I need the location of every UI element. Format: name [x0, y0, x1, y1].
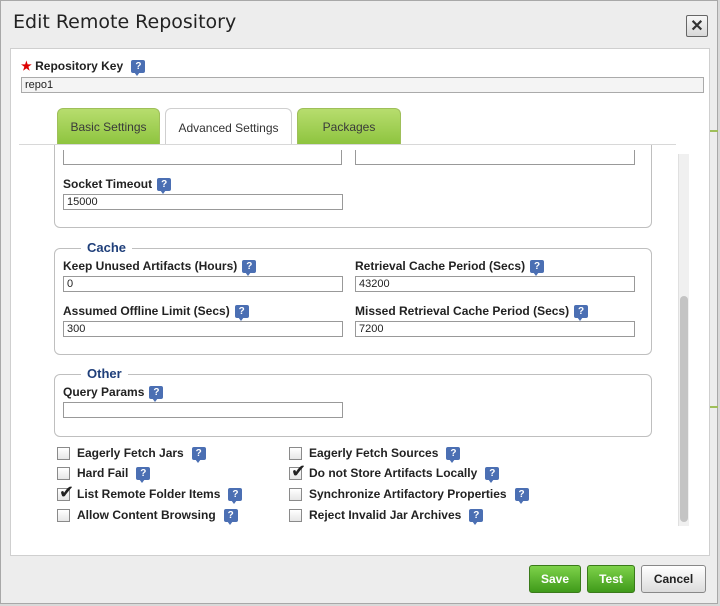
background-divider [710, 406, 718, 408]
allow-content-browsing-row[interactable]: Allow Content Browsing? [57, 508, 238, 525]
allow-content-browsing-checkbox[interactable] [57, 508, 70, 522]
list-remote-folder-items-label: List Remote Folder Items [77, 487, 221, 501]
synchronize-properties-checkbox[interactable] [289, 487, 302, 501]
other-legend: Other [81, 366, 128, 381]
help-icon[interactable]: ? [223, 508, 238, 525]
cancel-button[interactable]: Cancel [641, 565, 706, 593]
list-remote-folder-items-checkbox[interactable]: ✔ [57, 482, 74, 502]
tab-basic-settings[interactable]: Basic Settings [57, 108, 160, 144]
help-icon[interactable]: ? [469, 508, 484, 525]
reject-invalid-jars-row[interactable]: Reject Invalid Jar Archives? [289, 508, 484, 525]
reject-invalid-jars-checkbox[interactable] [289, 508, 302, 522]
retrieval-cache-period-label: Retrieval Cache Period (Secs)? [355, 259, 545, 277]
hard-fail-label: Hard Fail [77, 466, 129, 480]
content-scrollbar[interactable] [678, 154, 689, 526]
do-not-store-artifacts-row[interactable]: ✔ Do not Store Artifacts Locally? [289, 461, 500, 483]
repository-key-text: Repository Key [35, 59, 124, 73]
cache-fieldset: Cache [54, 240, 652, 355]
cache-legend: Cache [81, 240, 133, 255]
list-remote-folder-items-row[interactable]: ✔ List Remote Folder Items? [57, 482, 243, 504]
tab-packages[interactable]: Packages [297, 108, 401, 144]
assumed-offline-limit-input[interactable]: 300 [63, 321, 343, 337]
tab-advanced-settings[interactable]: Advanced Settings [165, 108, 292, 146]
help-icon[interactable]: ? [242, 260, 257, 277]
eagerly-fetch-jars-checkbox[interactable] [57, 446, 70, 460]
synchronize-properties-label: Synchronize Artifactory Properties [309, 487, 507, 501]
help-icon[interactable]: ? [530, 260, 545, 277]
eagerly-fetch-sources-row[interactable]: Eagerly Fetch Sources? [289, 446, 461, 463]
help-icon[interactable]: ? [574, 305, 589, 322]
missed-retrieval-cache-period-label: Missed Retrieval Cache Period (Secs)? [355, 304, 589, 322]
retrieval-cache-period-text: Retrieval Cache Period (Secs) [355, 259, 526, 273]
keep-unused-artifacts-label: Keep Unused Artifacts (Hours)? [63, 259, 257, 277]
help-icon[interactable]: ? [446, 446, 461, 463]
do-not-store-artifacts-checkbox[interactable]: ✔ [289, 461, 306, 481]
help-icon[interactable]: ? [131, 60, 146, 77]
help-icon[interactable]: ? [234, 305, 249, 322]
required-star-icon: ★ [21, 59, 32, 73]
dialog-title: Edit Remote Repository [13, 11, 237, 33]
help-icon[interactable]: ? [514, 487, 529, 504]
hard-fail-row[interactable]: Hard Fail? [57, 466, 151, 483]
help-icon[interactable]: ? [157, 178, 172, 195]
help-icon[interactable]: ? [136, 466, 151, 483]
eagerly-fetch-sources-label: Eagerly Fetch Sources [309, 446, 439, 460]
socket-timeout-label: Socket Timeout? [63, 177, 172, 195]
missed-retrieval-cache-period-text: Missed Retrieval Cache Period (Secs) [355, 304, 570, 318]
do-not-store-artifacts-label: Do not Store Artifacts Locally [309, 466, 478, 480]
keep-unused-artifacts-text: Keep Unused Artifacts (Hours) [63, 259, 238, 273]
query-params-label: Query Params? [63, 385, 164, 403]
eagerly-fetch-jars-label: Eagerly Fetch Jars [77, 446, 184, 460]
assumed-offline-limit-label: Assumed Offline Limit (Secs)? [63, 304, 249, 322]
missed-retrieval-cache-period-input[interactable]: 7200 [355, 321, 635, 337]
reject-invalid-jars-label: Reject Invalid Jar Archives [309, 508, 462, 522]
keep-unused-artifacts-input[interactable]: 0 [63, 276, 343, 292]
help-icon[interactable]: ? [228, 487, 243, 504]
socket-timeout-text: Socket Timeout [63, 177, 153, 191]
eagerly-fetch-sources-checkbox[interactable] [289, 446, 302, 460]
test-button[interactable]: Test [587, 565, 635, 593]
repository-key-label: ★ Repository Key ? [21, 59, 146, 77]
eagerly-fetch-jars-row[interactable]: Eagerly Fetch Jars? [57, 446, 206, 463]
help-icon[interactable]: ? [485, 466, 500, 483]
close-icon: ✕ [690, 18, 704, 35]
hard-fail-checkbox[interactable] [57, 466, 70, 480]
query-params-input[interactable] [63, 402, 343, 418]
allow-content-browsing-label: Allow Content Browsing [77, 508, 216, 522]
query-params-text: Query Params [63, 385, 145, 399]
assumed-offline-limit-text: Assumed Offline Limit (Secs) [63, 304, 230, 318]
save-button[interactable]: Save [529, 565, 581, 593]
socket-timeout-input[interactable]: 15000 [63, 194, 343, 210]
synchronize-properties-row[interactable]: Synchronize Artifactory Properties? [289, 487, 529, 504]
checkmark-icon: ✔ [59, 481, 75, 502]
help-icon[interactable]: ? [191, 446, 206, 463]
network-field-right-input[interactable] [355, 150, 635, 165]
background-divider [710, 130, 718, 132]
scrollbar-thumb[interactable] [680, 296, 688, 522]
help-icon[interactable]: ? [149, 386, 164, 403]
repository-key-input[interactable]: repo1 [21, 77, 704, 93]
network-field-left-input[interactable] [63, 150, 342, 165]
advanced-settings-content: Socket Timeout? 15000 Cache Keep Unused … [19, 144, 676, 537]
retrieval-cache-period-input[interactable]: 43200 [355, 276, 635, 292]
close-button[interactable]: ✕ [686, 15, 708, 37]
checkmark-icon: ✔ [291, 460, 307, 481]
